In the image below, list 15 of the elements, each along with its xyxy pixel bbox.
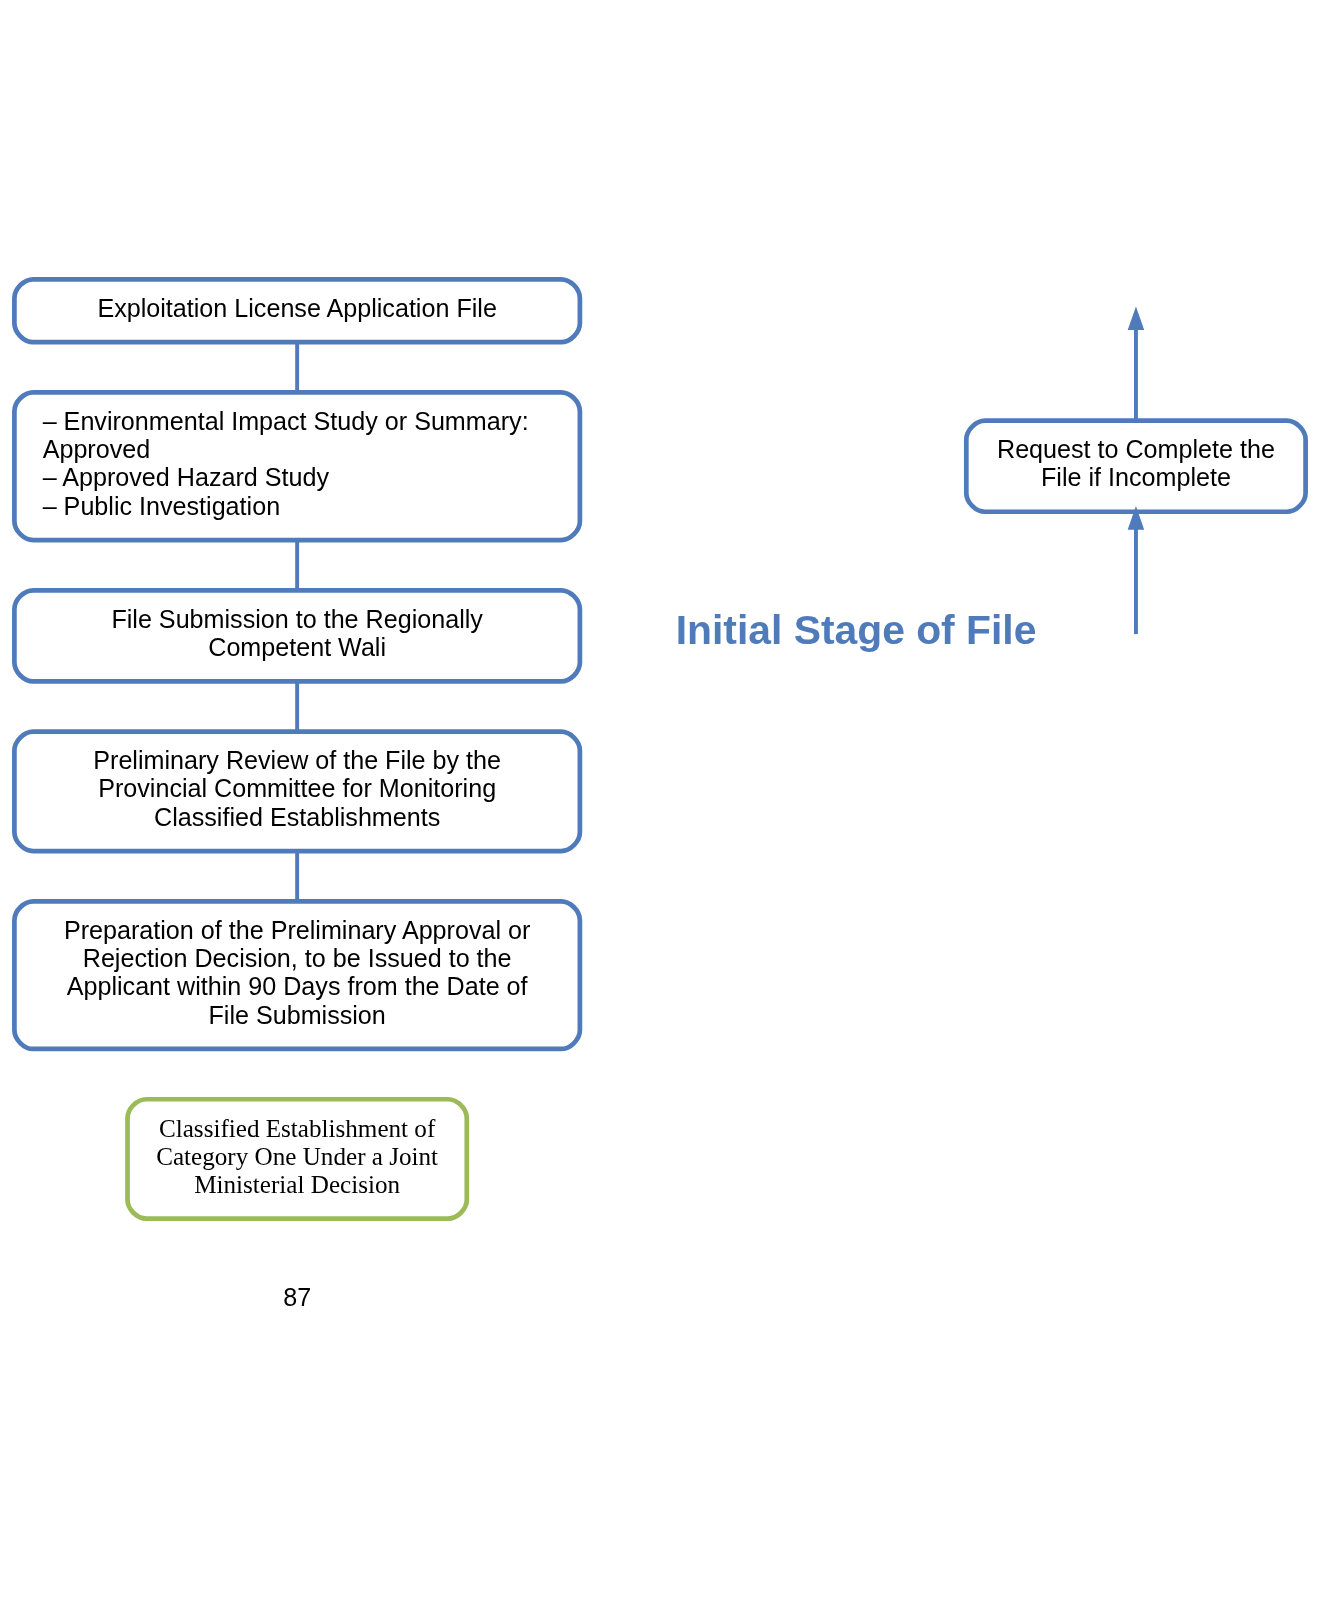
node-box: Exploitation License Application File — [12, 276, 583, 345]
node-box: Request to Complete the File if Incomplete — [963, 418, 1308, 515]
connector — [295, 681, 300, 732]
node-box: – Environmental Impact Study or Summary: Approved – Approved Hazard Study – Public Investigation — [12, 390, 583, 543]
node-box: Preparation of the Preliminary Approval or Rejection Decision, to be Issued to the Applicant within 90 Days from the Date of File Submission — [12, 898, 583, 1052]
connector — [295, 540, 300, 591]
node-box: File Submission to the Regionally Competent Wali — [12, 587, 583, 684]
label: Initial Stage of File — [675, 607, 1037, 654]
label: 87 — [283, 1283, 312, 1312]
arrow — [1127, 506, 1145, 635]
arrow — [1127, 306, 1145, 421]
node-box: Classified Establishment of Category One Under a Joint Ministerial Decision — [125, 1096, 470, 1221]
node-box: Preliminary Review of the File by the Provincial Committee for Monitoring Classified Establishments — [12, 729, 583, 854]
connector — [295, 851, 300, 901]
connector — [295, 342, 300, 393]
